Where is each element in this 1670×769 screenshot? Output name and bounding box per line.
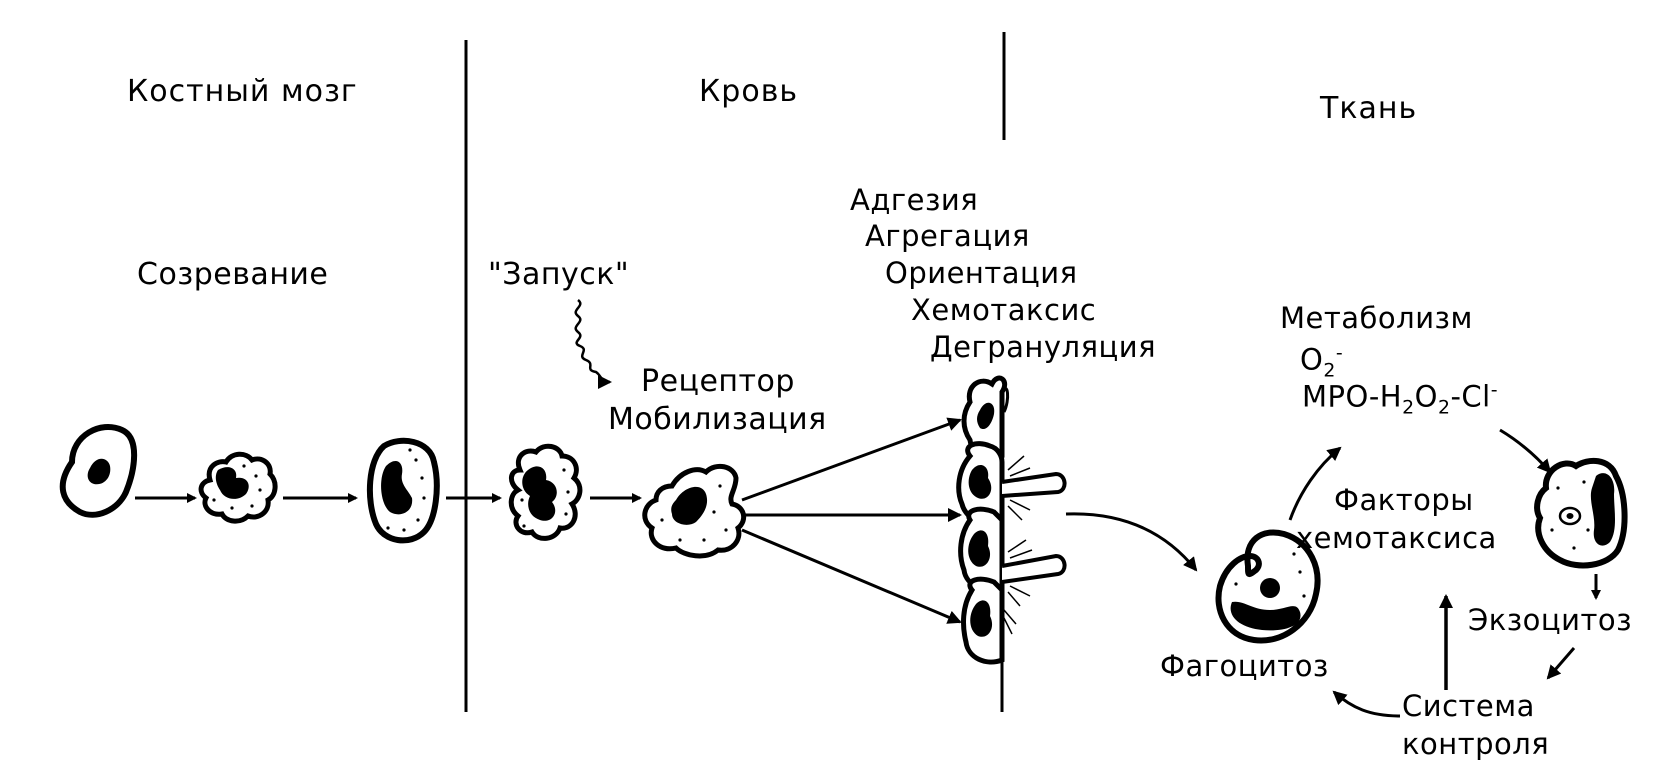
label-phagocytosis: Фагоцитоз — [1160, 649, 1329, 683]
arrow-exocytosis-to-control — [1546, 647, 1576, 680]
cell-activated — [1534, 457, 1628, 569]
cell-myeloblast — [59, 424, 138, 518]
event-chemotaxis: Хемотаксис — [911, 293, 1097, 327]
cell-promyelocyte — [198, 451, 278, 524]
cell-myelocyte — [366, 437, 440, 544]
event-orientation: Ориентация — [885, 256, 1078, 290]
region-tissue: Ткань — [1320, 91, 1418, 126]
label-control-2: контроля — [1402, 727, 1550, 761]
label-metabolism: Метаболизм — [1280, 301, 1473, 335]
arrow-phagocytosis-to-metabolism — [1288, 446, 1342, 521]
label-control-1: Система — [1402, 689, 1535, 723]
label-maturation: Созревание — [137, 257, 329, 292]
event-adhesion: Адгезия — [850, 183, 979, 217]
label-chemotaxis-factors-1: Факторы — [1334, 483, 1474, 517]
label-superoxide: O2- — [1300, 342, 1344, 382]
label-exocytosis: Экзоцитоз — [1468, 603, 1633, 637]
arrow-metabolism-to-cell — [1499, 428, 1552, 474]
adherent-cells — [956, 375, 1067, 665]
cell-mobilized-neutrophil — [642, 463, 747, 559]
arrow-fan-bottom — [741, 528, 962, 624]
arrow-control-to-phagocytosis — [1332, 690, 1401, 718]
event-degranulation: Дегрануляция — [930, 330, 1157, 364]
label-receptor: Рецептор — [641, 364, 795, 399]
label-chemotaxis-factors-2: хемотаксиса — [1296, 521, 1497, 555]
trigger-wavy-arrow — [574, 299, 612, 389]
label-mobilization: Мобилизация — [608, 402, 827, 437]
label-trigger: "Запуск" — [488, 257, 630, 292]
label-mpo-system: МРО-Н2O2-Cl- — [1302, 379, 1499, 419]
region-blood: Кровь — [699, 74, 799, 109]
cell-phagocyte — [1215, 529, 1321, 644]
region-bone-marrow: Костный мозг — [127, 74, 358, 109]
cell-blood-neutrophil — [508, 443, 583, 541]
arrow-fan-top — [741, 417, 962, 502]
arrow-to-phagocytosis — [1065, 512, 1198, 572]
event-aggregation: Агрегация — [865, 219, 1030, 253]
